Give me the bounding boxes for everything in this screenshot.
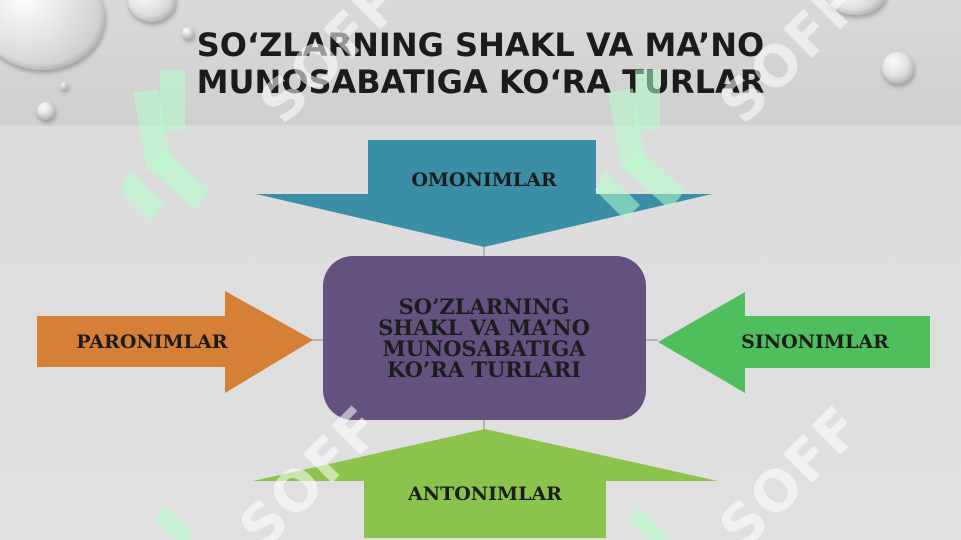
sinonimlar-label: SINONIMLAR bbox=[741, 331, 889, 353]
water-drop bbox=[882, 52, 914, 84]
antonimlar-label: ANTONIMLAR bbox=[407, 483, 562, 505]
water-drop bbox=[826, 0, 886, 15]
water-drop bbox=[182, 27, 194, 39]
center-line-3: MUNOSABATIGA bbox=[382, 336, 586, 361]
sinonimlar-arrow bbox=[658, 292, 930, 393]
logo-mark-icon bbox=[628, 505, 668, 540]
logo-mark-icon bbox=[595, 70, 685, 220]
paronimlar-arrow bbox=[37, 291, 313, 393]
logo-mark-icon bbox=[120, 70, 210, 220]
omonimlar-arrow bbox=[256, 140, 712, 247]
center-box bbox=[323, 256, 646, 420]
water-drop bbox=[60, 82, 68, 90]
omonimlar-label: OMONIMLAR bbox=[411, 169, 557, 191]
slide-title-line-2: MUNOSABATIGA KO‘RA TURLAR bbox=[196, 63, 765, 101]
center-line-2: SHAKL VA MA’NO bbox=[378, 315, 590, 340]
water-drop bbox=[37, 102, 55, 120]
slide-title-line-1: SO‘ZLARNING SHAKL VA MA’NO bbox=[196, 26, 765, 64]
logo-mark-icon bbox=[155, 505, 195, 540]
paronimlar-label: PARONIMLAR bbox=[76, 331, 227, 353]
water-drop bbox=[128, 0, 176, 22]
antonimlar-arrow bbox=[253, 429, 718, 538]
center-line-4: KO’RA TURLARI bbox=[387, 357, 581, 382]
center-line-1: SO’ZLARNING bbox=[399, 294, 570, 319]
